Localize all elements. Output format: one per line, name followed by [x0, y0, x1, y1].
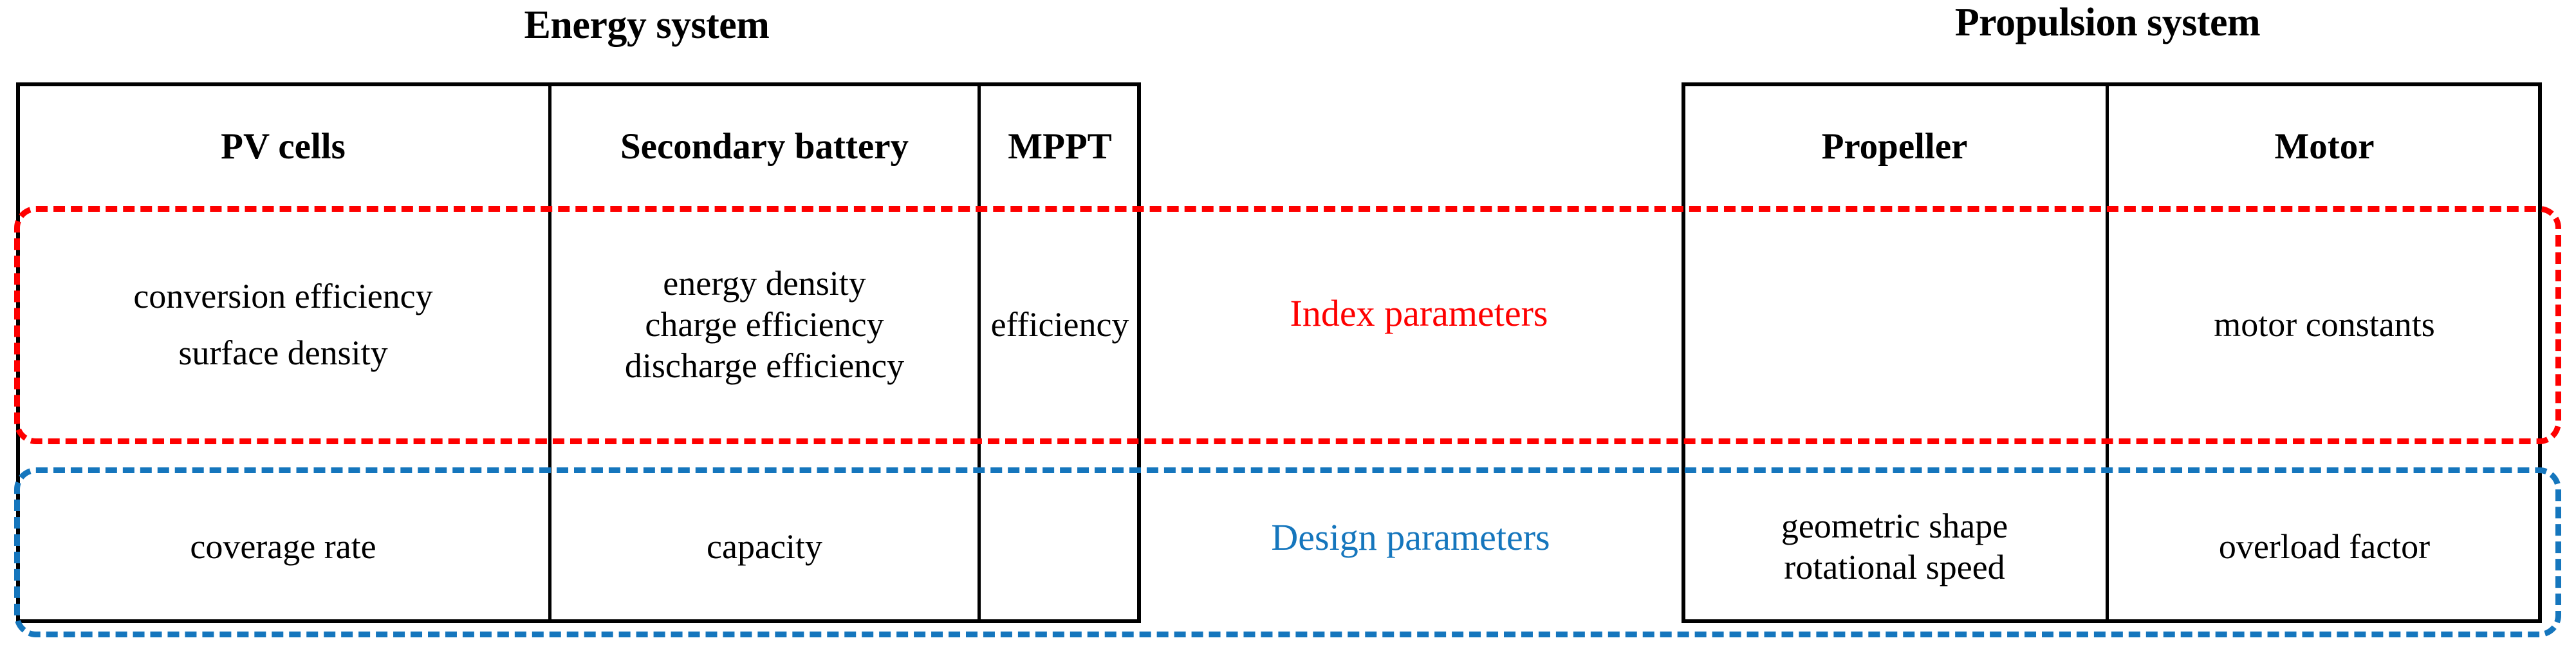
parameter-item: efficiency — [990, 305, 1129, 344]
parameter-item: geometric shape — [1781, 507, 2008, 546]
cell-pv-cells-index-parameters: conversion efficiency surface density — [18, 212, 548, 438]
energy-column-divider-1 — [548, 82, 551, 623]
column-header-secondary-battery: Secondary battery — [551, 84, 978, 209]
parameter-item: energy density — [663, 264, 866, 303]
column-header-label: Propeller — [1821, 126, 1968, 167]
parameter-item: coverage rate — [190, 527, 376, 567]
cell-motor-index-parameters: motor constants — [2109, 212, 2540, 438]
parameter-item: overload factor — [2218, 527, 2431, 567]
parameter-item: conversion efficiency — [133, 277, 433, 316]
parameter-item: motor constants — [2214, 305, 2435, 344]
cell-propeller-index-parameters — [1683, 212, 2106, 438]
parameter-item: surface density — [178, 333, 388, 372]
parameter-item: discharge efficiency — [624, 346, 905, 385]
cell-mppt-design-parameters — [981, 473, 1139, 621]
cell-pv-cells-design-parameters: coverage rate — [18, 473, 548, 621]
column-header-label: Secondary battery — [620, 126, 909, 167]
column-header-propeller: Propeller — [1683, 84, 2106, 209]
parameter-item: charge efficiency — [645, 305, 884, 344]
cell-motor-design-parameters: overload factor — [2109, 473, 2540, 621]
parameter-item: capacity — [707, 527, 822, 567]
cell-mppt-index-parameters: efficiency — [981, 212, 1139, 438]
column-header-pv-cells: PV cells — [18, 84, 548, 209]
propulsion-system-title: Propulsion system — [1954, 1, 2261, 44]
cell-secondary-battery-design-parameters: capacity — [551, 473, 978, 621]
column-header-mppt: MPPT — [981, 84, 1139, 209]
column-header-label: MPPT — [1008, 126, 1112, 167]
energy-system-title: Energy system — [524, 3, 770, 47]
column-header-label: PV cells — [221, 126, 346, 167]
energy-column-divider-2 — [978, 82, 981, 623]
cell-secondary-battery-index-parameters: energy density charge efficiency dischar… — [551, 212, 978, 438]
column-header-label: Motor — [2274, 126, 2375, 167]
parameter-item: rotational speed — [1784, 548, 2005, 586]
column-header-motor: Motor — [2109, 84, 2540, 209]
index-parameters-label: Index parameters — [1290, 292, 1548, 334]
cell-propeller-design-parameters: geometric shape rotational speed — [1683, 473, 2106, 621]
propulsion-system-table — [1682, 82, 2542, 623]
propulsion-column-divider-1 — [2106, 82, 2109, 623]
design-parameters-label: Design parameters — [1271, 516, 1550, 558]
